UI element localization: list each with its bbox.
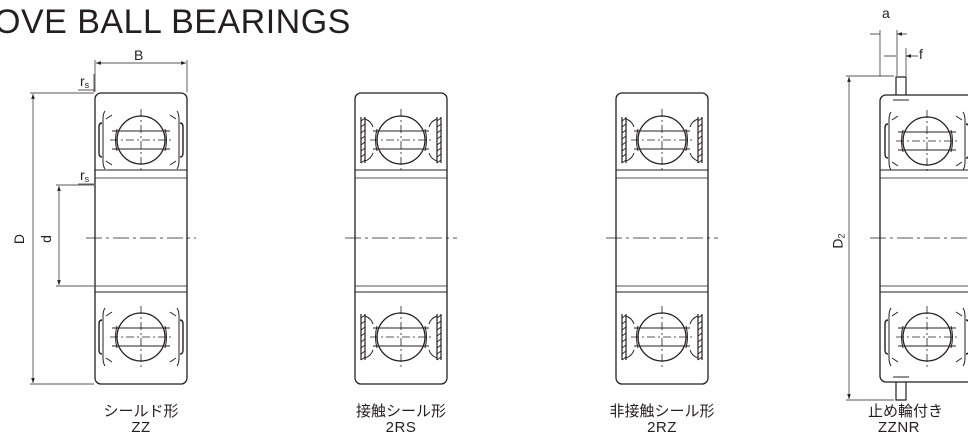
caption-2rz-code: 2RZ xyxy=(647,419,677,436)
bearing-zznr xyxy=(846,30,968,401)
caption-2rz: 非接触シール形 2RZ xyxy=(592,404,732,436)
bearing-zz xyxy=(30,60,196,385)
dim-label-d2: D2 xyxy=(829,233,847,249)
dim-label-b: B xyxy=(134,47,144,63)
caption-2rs: 接触シール形 2RS xyxy=(336,404,466,436)
caption-zz-code: ZZ xyxy=(131,419,151,436)
dim-label-a: a xyxy=(882,5,890,21)
dim-label-f: f xyxy=(919,46,923,62)
caption-2rz-name: 非接触シール形 xyxy=(609,403,715,420)
caption-2rs-name: 接触シール形 xyxy=(355,403,446,420)
dim-label-d-outer: D xyxy=(11,233,28,245)
bearing-2rs xyxy=(345,92,457,385)
caption-2rs-code: 2RS xyxy=(385,419,417,436)
dim-label-rs-top: rs xyxy=(80,73,90,90)
bearing-2rz xyxy=(606,92,718,385)
caption-zznr-code: ZZNR xyxy=(878,419,920,436)
caption-zznr: 止め輪付き ZZNR xyxy=(864,404,968,436)
caption-zz: シールド形 ZZ xyxy=(86,404,196,436)
dim-label-rs-mid: rs xyxy=(80,167,90,184)
dim-label-d-inner: d xyxy=(37,235,54,243)
page-title: OVE BALL BEARINGS xyxy=(0,3,351,41)
caption-zznr-name: 止め輪付き xyxy=(868,403,944,420)
caption-zz-name: シールド形 xyxy=(103,403,179,420)
